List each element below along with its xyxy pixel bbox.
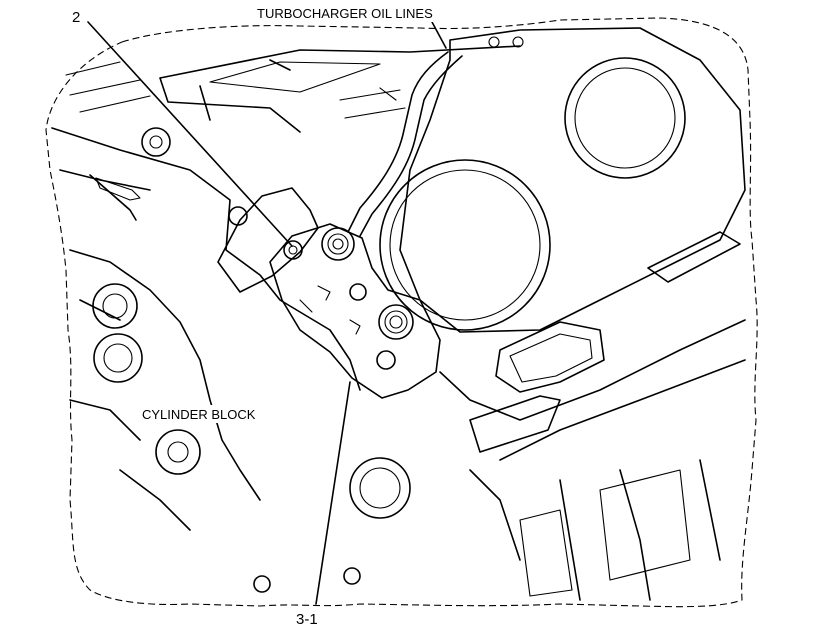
leader-turbo [431, 21, 447, 49]
turbocharger-oil-lines-label: TURBOCHARGER OIL LINES [257, 6, 433, 21]
upper-ribs [65, 61, 406, 119]
block-right-body [439, 319, 746, 601]
fitting-upper-bore [332, 238, 344, 250]
lower-bore-3-inner [167, 441, 189, 463]
fitting-upper [321, 227, 355, 261]
lower-bore-2-inner [103, 343, 133, 373]
fitting-lower-bore [389, 315, 403, 329]
bore-inner [389, 169, 541, 321]
right-lower-flange [519, 469, 691, 597]
bolt [349, 283, 367, 301]
cover-plate-inner-circle [574, 67, 676, 169]
block-left-side [69, 249, 261, 531]
oil-line-inner [359, 55, 463, 237]
lower-bore-4 [349, 457, 411, 519]
oil-manifold-block [269, 223, 441, 399]
cutaway-boundary [45, 17, 758, 608]
bolt-head [141, 127, 171, 157]
bolt [253, 575, 271, 593]
cover-plate [399, 27, 746, 333]
leader-3-1 [315, 381, 351, 605]
bolt-head-center [149, 135, 163, 149]
cylinder-block-label: CYLINDER BLOCK [142, 407, 256, 422]
mounting-bracket [217, 187, 319, 293]
fitting-lower [378, 304, 414, 340]
right-slot-2-inner [509, 333, 593, 383]
lower-bore-2 [93, 333, 143, 383]
right-slot-3 [469, 395, 561, 453]
label-mask [252, 4, 442, 22]
callout-3-1: 3-1 [296, 611, 318, 628]
manifold-detail [299, 285, 361, 335]
bolt [376, 350, 396, 370]
right-slot-1 [647, 231, 741, 283]
cover-plate-circle [564, 57, 686, 179]
fitting-lower-seal [384, 310, 408, 334]
block-top-edge [159, 45, 521, 133]
right-slot-2 [495, 321, 605, 393]
lower-bore-1 [92, 283, 138, 329]
bolt [488, 36, 500, 48]
oil-line-outer [347, 51, 449, 233]
bolt-2-center [288, 245, 298, 255]
head-left-structure [51, 127, 361, 391]
bolt-2 [283, 240, 303, 260]
label-mask [138, 405, 260, 423]
bolt [512, 36, 524, 48]
leader-2 [87, 21, 293, 247]
lower-bore-3 [155, 429, 201, 475]
lower-bore-1-inner [102, 293, 128, 319]
slot [95, 177, 141, 201]
lower-bore-4-inner [359, 467, 401, 509]
head-recess [209, 61, 381, 93]
bolt [343, 567, 361, 585]
callout-2: 2 [72, 9, 80, 26]
bore-outer [379, 159, 551, 331]
fitting-upper-seal [327, 233, 349, 255]
